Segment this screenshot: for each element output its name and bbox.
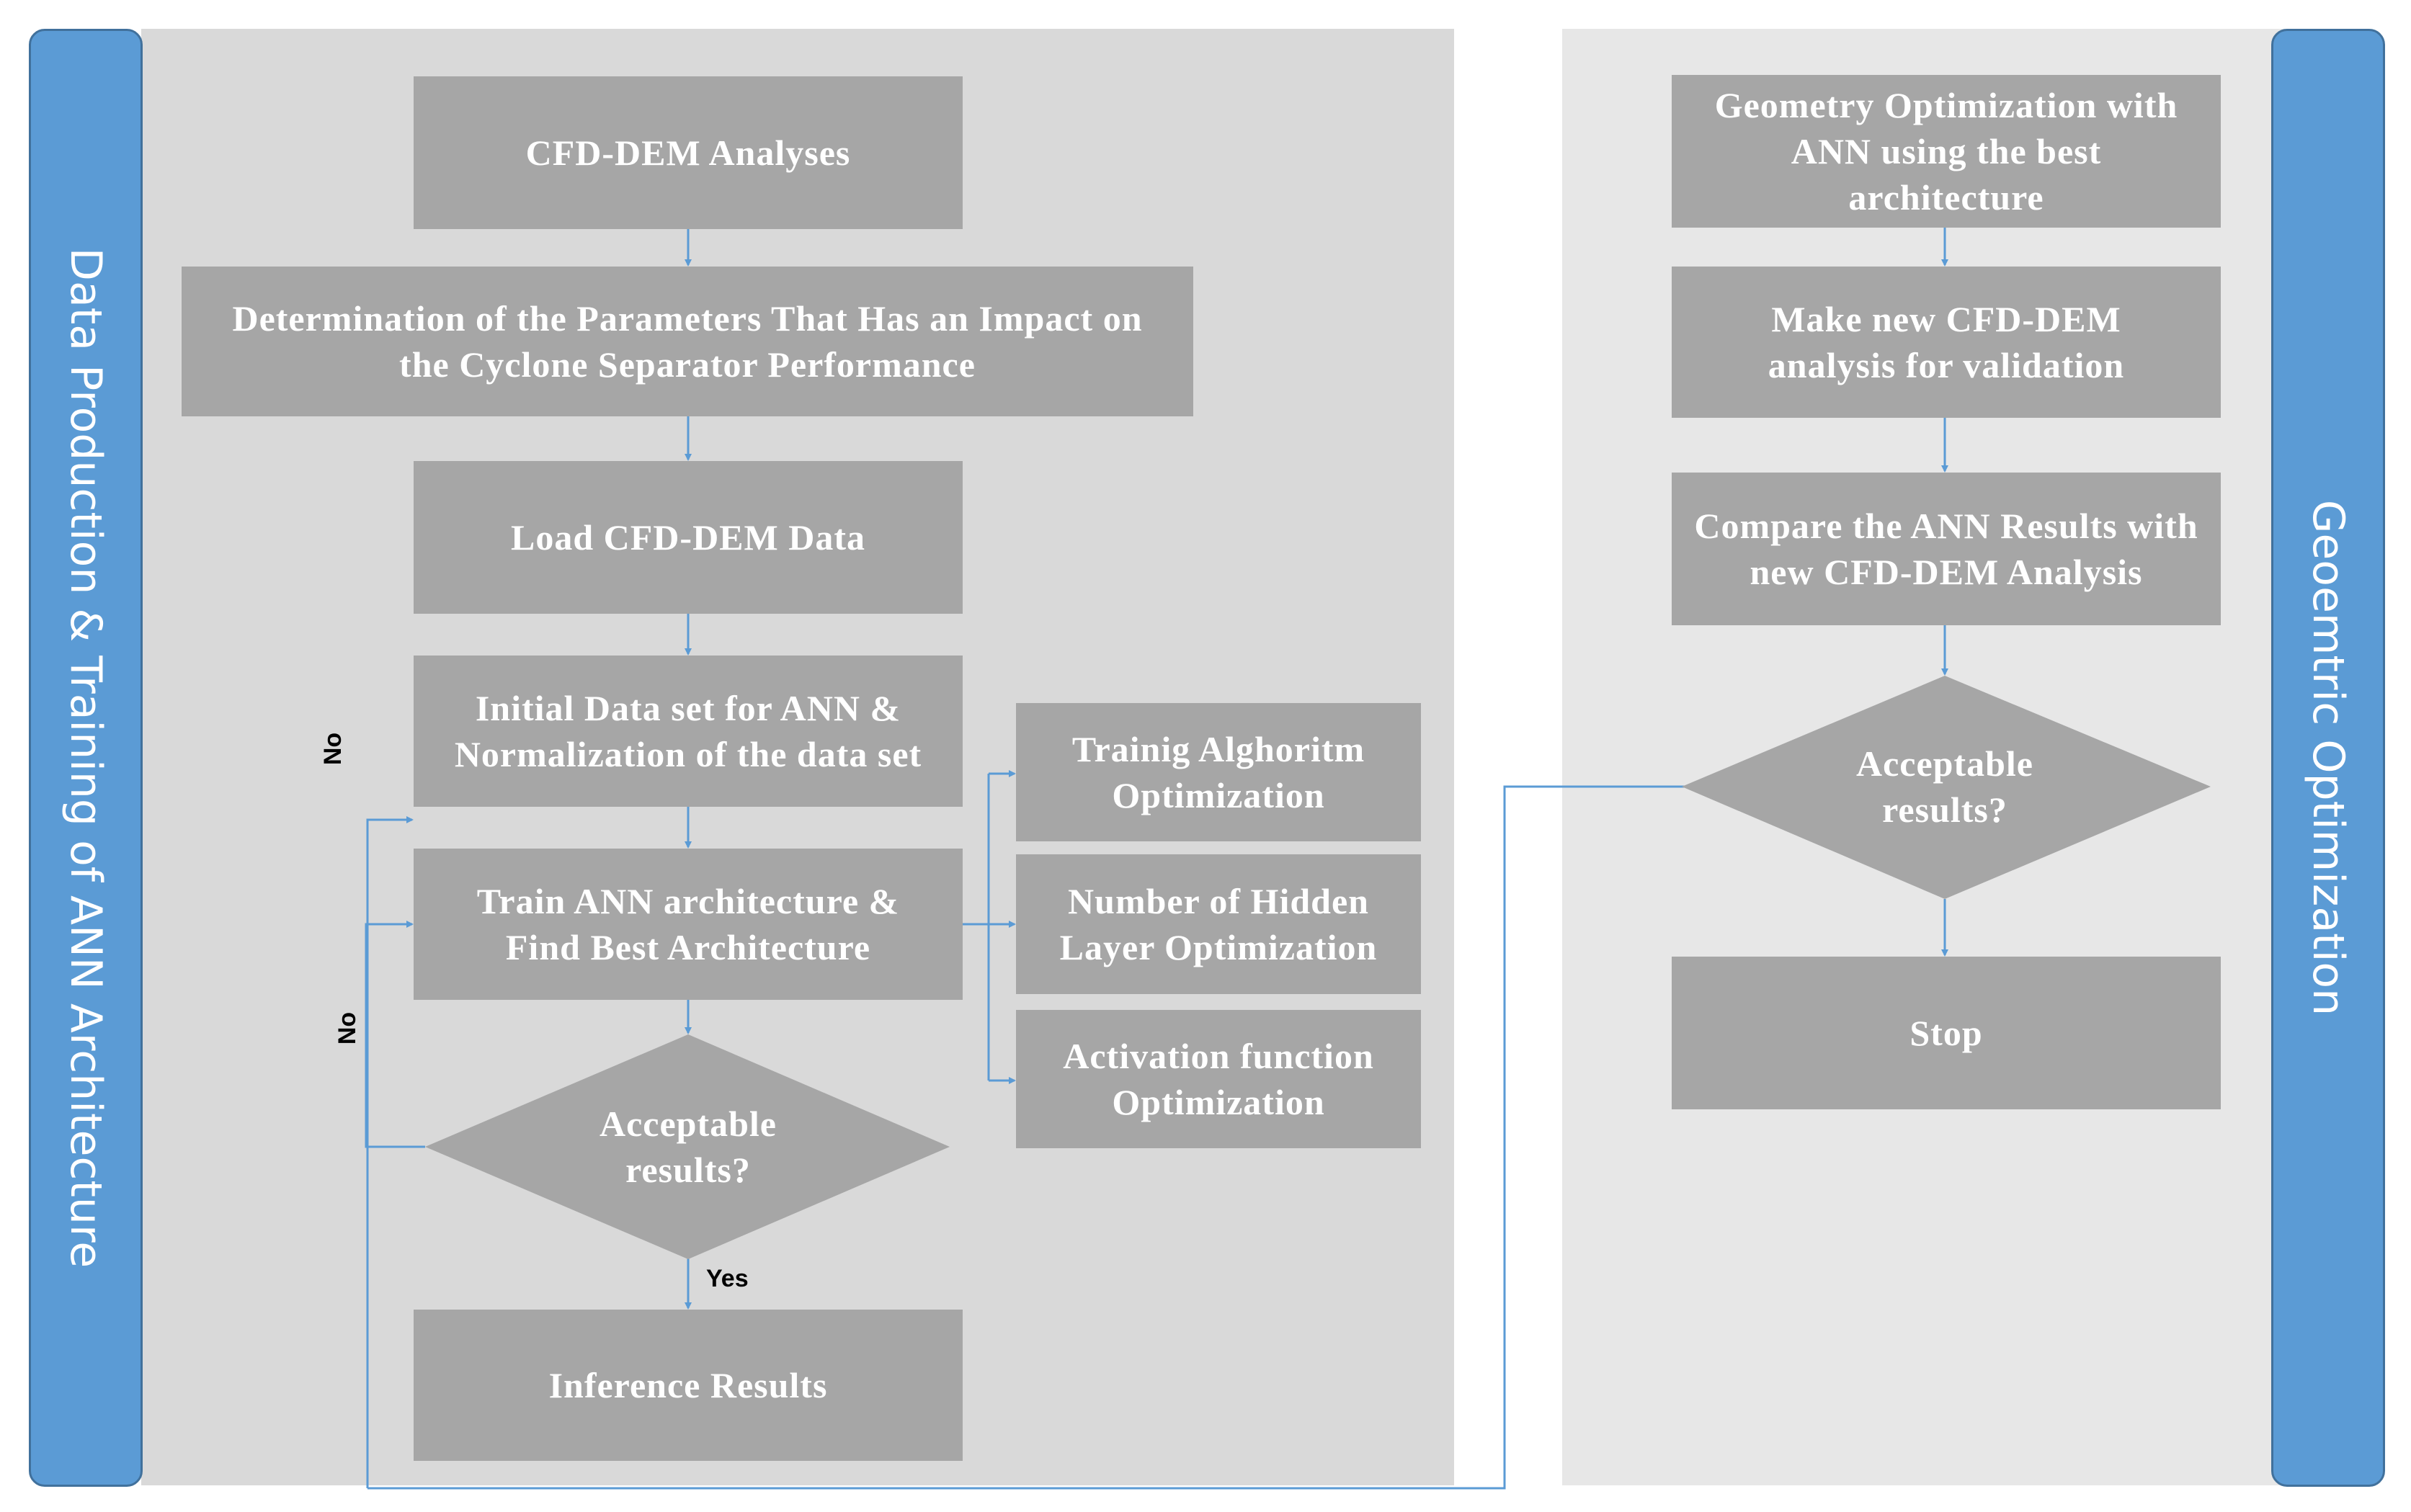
determination-box: Determination of the Parameters That Has…: [182, 267, 1193, 416]
initial-data-label: Initial Data set for ANN & Normalization…: [454, 688, 922, 774]
cfd-dem-analyses-box: CFD-DEM Analyses: [414, 76, 963, 229]
no-label-upper: No: [319, 732, 347, 766]
train-ann-label: Train ANN architecture & Find Best Archi…: [476, 881, 900, 967]
compare-results-box: Compare the ANN Results with new CFD-DEM…: [1672, 473, 2221, 625]
activation-function-label: Activation function Optimization: [1063, 1036, 1374, 1122]
geometry-optimization-box: Geometry Optimization with ANN using the…: [1672, 75, 2221, 228]
new-cfd-dem-label: Make new CFD-DEM analysis for validation: [1768, 299, 2125, 385]
initial-data-box: Initial Data set for ANN & Normalization…: [414, 656, 963, 807]
geometry-optimization-label: Geometry Optimization with ANN using the…: [1714, 85, 2178, 218]
no-loop-upper: [366, 816, 414, 1488]
load-data-box: Load CFD-DEM Data: [414, 461, 963, 614]
load-data-label: Load CFD-DEM Data: [511, 517, 865, 558]
no-label-lower: No: [334, 1011, 362, 1045]
left-side-bar: Data Production & Training of ANN Archit…: [29, 29, 143, 1487]
right-side-bar: Geoemtric Optimization: [2271, 29, 2385, 1487]
new-cfd-dem-box: Make new CFD-DEM analysis for validation: [1672, 267, 2221, 418]
right-decision-label: Acceptable results?: [1855, 743, 2034, 830]
right-decision-feedback: [367, 785, 1685, 1490]
left-decision-label: Acceptable results?: [599, 1104, 777, 1190]
train-ann-box: Train ANN architecture & Find Best Archi…: [414, 849, 963, 1000]
hidden-layer-label: Number of Hidden Layer Optimization: [1059, 881, 1378, 967]
training-algorithm-label: Trainig Alghoritm Optimization: [1071, 729, 1365, 815]
activation-function-box: Activation function Optimization: [1016, 1010, 1421, 1148]
inference-results-label: Inference Results: [548, 1365, 828, 1405]
determination-label: Determination of the Parameters That Has…: [232, 298, 1143, 385]
yes-label: Yes: [706, 1265, 749, 1292]
inference-results-box: Inference Results: [414, 1310, 963, 1461]
hidden-layer-box: Number of Hidden Layer Optimization: [1016, 854, 1421, 994]
stop-box: Stop: [1672, 957, 2221, 1109]
right-decision-diamond: [1682, 676, 2211, 899]
stop-label: Stop: [1909, 1013, 1983, 1053]
training-algorithm-box: Trainig Alghoritm Optimization: [1016, 703, 1421, 841]
left-decision-diamond: [425, 1034, 950, 1259]
cfd-dem-analyses-label: CFD-DEM Analyses: [525, 133, 851, 173]
no-loop-lower: [365, 921, 425, 1148]
compare-results-label: Compare the ANN Results with new CFD-DEM…: [1694, 506, 2198, 592]
